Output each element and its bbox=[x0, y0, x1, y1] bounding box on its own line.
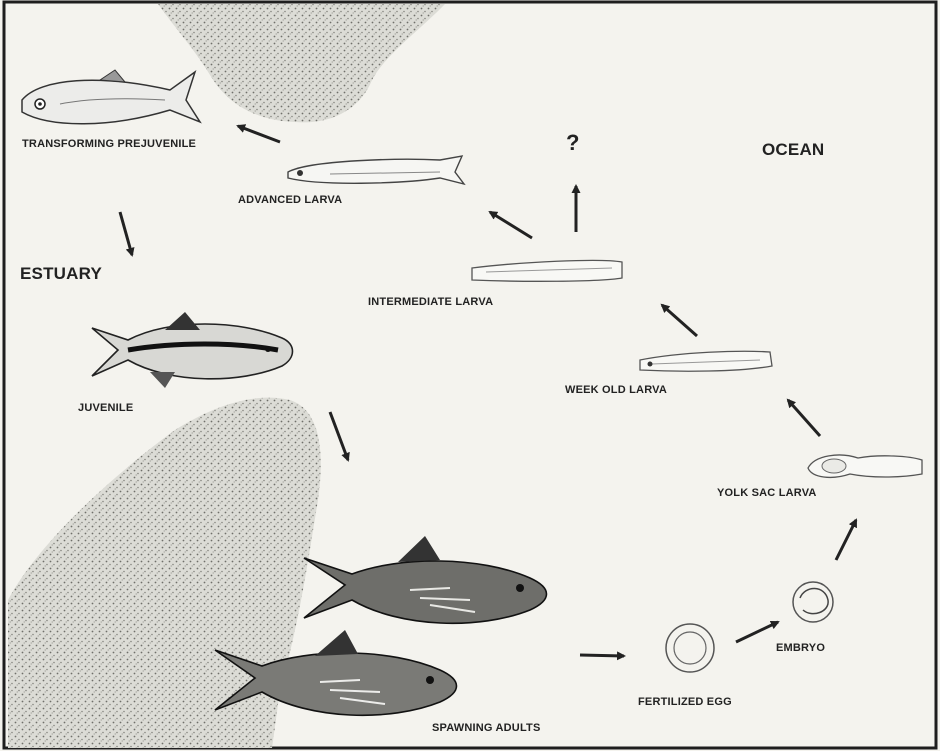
label-intermediate-larva: INTERMEDIATE LARVA bbox=[368, 296, 493, 308]
arrow-adults-to-egg bbox=[580, 655, 624, 656]
label-estuary: ESTUARY bbox=[20, 264, 102, 284]
label-advanced-larva: ADVANCED LARVA bbox=[238, 194, 342, 206]
label-week-old-larva: WEEK OLD LARVA bbox=[565, 384, 667, 396]
label-embryo: EMBRYO bbox=[776, 642, 825, 654]
label-yolk-sac-larva: YOLK SAC LARVA bbox=[717, 487, 817, 499]
yolk-sac-larva-image bbox=[808, 455, 922, 477]
label-transforming-prejuvenile: TRANSFORMING PREJUVENILE bbox=[22, 138, 196, 150]
label-fertilized-egg: FERTILIZED EGG bbox=[638, 696, 732, 708]
label-spawning-adults: SPAWNING ADULTS bbox=[432, 722, 541, 734]
label-unknown-fate: ? bbox=[566, 130, 580, 156]
label-ocean: OCEAN bbox=[762, 140, 824, 160]
label-juvenile: JUVENILE bbox=[78, 402, 133, 414]
